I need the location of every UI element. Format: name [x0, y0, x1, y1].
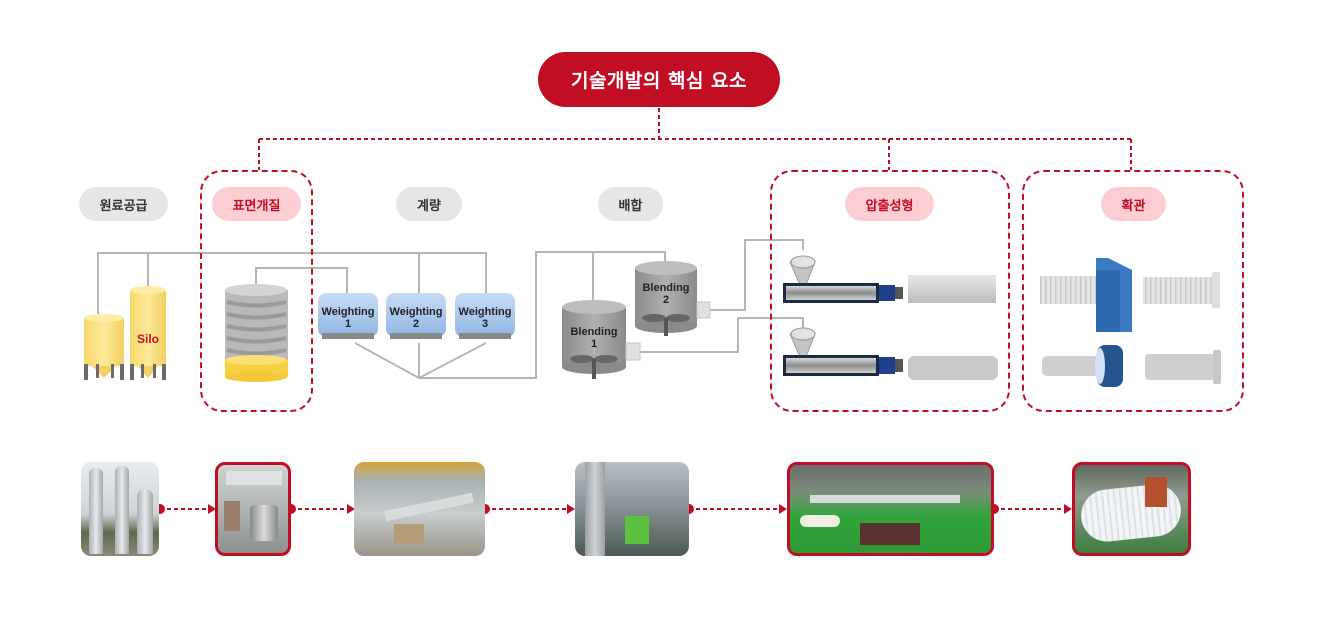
- stage-pipe-expansion: 확관: [1101, 187, 1166, 221]
- feed-piping: [97, 239, 804, 380]
- silo-label: Silo: [136, 332, 159, 346]
- extruder-2: [783, 327, 998, 380]
- extruder-1: [783, 255, 996, 303]
- stage-weighing: 계량: [396, 187, 462, 221]
- weighting-drums: [318, 293, 515, 339]
- silo-small: [84, 314, 124, 380]
- highlight-box-extrusion: [770, 170, 1010, 412]
- highlight-box-expansion: [1022, 170, 1244, 412]
- highlight-box-surface-treatment: [200, 170, 313, 412]
- surface-treatment-unit: [225, 284, 288, 382]
- stage-raw-material-supply: 원료공급: [79, 187, 168, 221]
- stage-surface-treatment: 표면개질: [212, 187, 301, 221]
- pipe-expansion: [1040, 258, 1221, 387]
- core-elements-title: 기술개발의 핵심 요소: [538, 52, 780, 107]
- blending-tank-2: [635, 261, 711, 336]
- photo-pipe-expansion: [1072, 462, 1191, 556]
- photo-weighing: [354, 462, 485, 556]
- photo-surface-treatment: [215, 462, 291, 556]
- hierarchy-connectors: [258, 108, 1132, 170]
- stage-blending: 배합: [598, 187, 663, 221]
- photo-blending: [575, 462, 689, 556]
- stage-extrusion: 압출성형: [845, 187, 934, 221]
- blending-tank-1: [562, 300, 641, 379]
- photo-silo: [81, 462, 159, 556]
- silo-large: [130, 286, 166, 380]
- photo-extrusion: [787, 462, 994, 556]
